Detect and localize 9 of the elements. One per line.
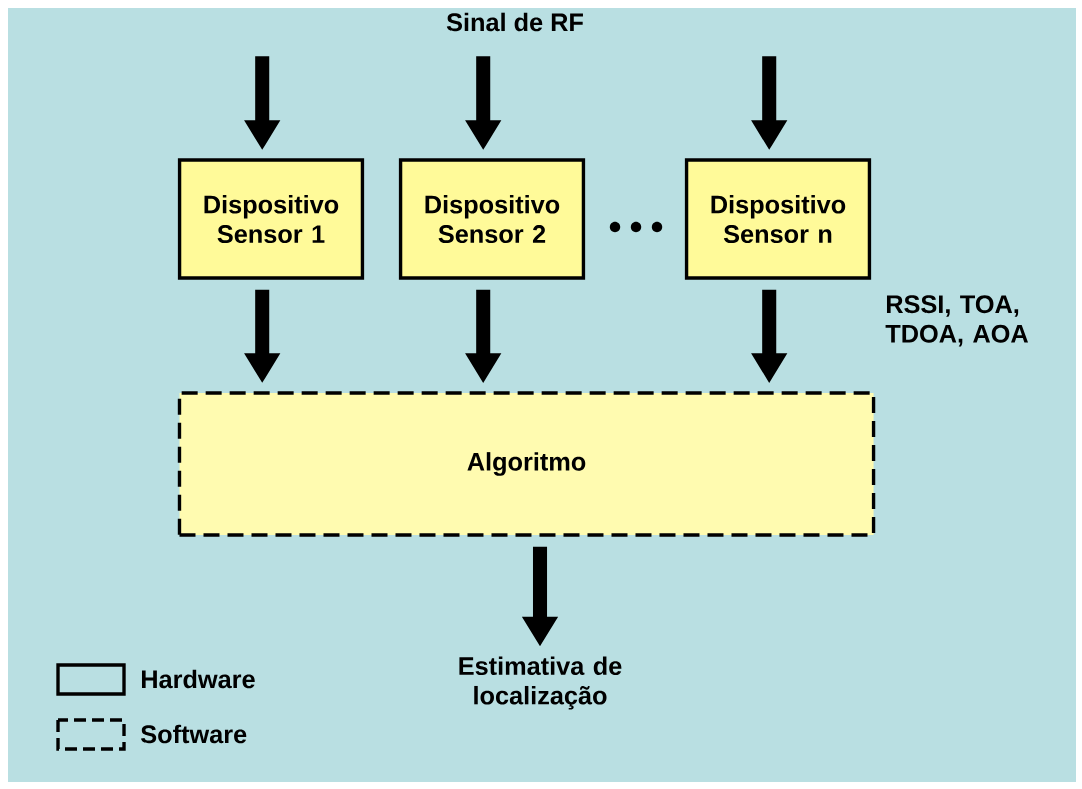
signal-label: Sinal de RF: [446, 12, 583, 32]
measurement-label: RSSI, TOA, TDOA, AOA: [885, 295, 1028, 347]
legend-label: Software: [141, 724, 247, 744]
sensor-box: Dispositivo Sensor n: [684, 158, 872, 280]
legend-label: Hardware: [142, 669, 255, 689]
sensor-box: Dispositivo Sensor 2: [398, 158, 586, 280]
output-text: Estimativa de localização: [459, 656, 622, 710]
algorithm-box: Algoritmo: [177, 391, 876, 537]
sensor-box: Dispositivo Sensor 1: [177, 158, 365, 280]
